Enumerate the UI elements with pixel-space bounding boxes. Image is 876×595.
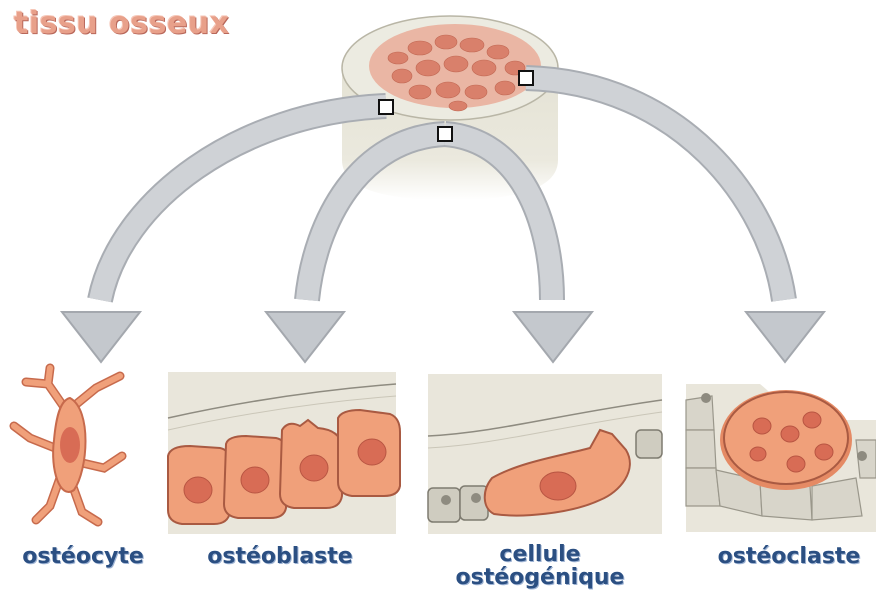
marker-osteoclaste	[519, 71, 533, 85]
osteocyte-cell	[14, 368, 122, 522]
marker-center	[438, 127, 452, 141]
osteoblaste-panel	[168, 372, 400, 534]
cellule-osteogenique-panel	[428, 374, 662, 534]
label-cellule-line1: cellule	[440, 543, 640, 567]
label-osteoclaste: ostéoclaste	[706, 545, 872, 569]
label-cellule-line2: ostéogénique	[440, 566, 640, 590]
diagram-title: tissu osseux	[14, 6, 230, 41]
osteoclaste-panel	[686, 384, 876, 532]
label-osteocyte: ostéocyte	[8, 545, 158, 569]
label-osteoblaste: ostéoblaste	[180, 545, 380, 569]
marker-osteocyte	[379, 100, 393, 114]
arrow-osteocyte	[62, 106, 386, 362]
